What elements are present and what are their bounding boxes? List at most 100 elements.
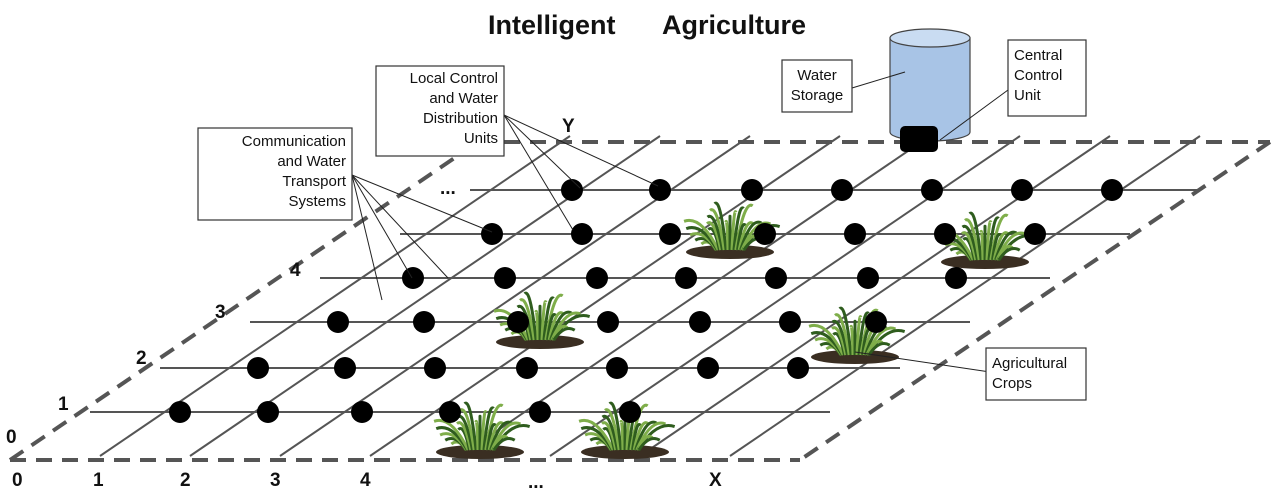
plant-leaf <box>961 224 979 261</box>
control-nodes <box>169 179 1123 423</box>
control-node-17 <box>689 311 711 333</box>
callout-lines <box>351 71 1009 373</box>
communication-line4: Systems <box>288 193 346 210</box>
central-control-line1: Central <box>1014 47 1062 64</box>
local-control-label: Local Control and Water Distribution Uni… <box>375 65 505 157</box>
water-storage-label: Water Storage <box>781 59 853 113</box>
plant-leaf <box>994 230 1018 261</box>
crops-label: Agricultural Crops <box>985 347 1087 401</box>
local-control-line4: Units <box>464 130 498 147</box>
plant-leaf <box>849 324 855 356</box>
water-storage-line2: Storage <box>791 87 844 104</box>
x-axis-ticks: 0 1 2 3 4 ... X <box>12 470 722 493</box>
plant-leaf <box>831 319 849 356</box>
plant-leaf <box>456 421 473 451</box>
control-node-25 <box>857 267 879 289</box>
plant-soil <box>581 445 669 459</box>
plant-leaf <box>992 231 1009 261</box>
plant-cluster-1 <box>578 401 676 459</box>
grid-column-line-7 <box>729 135 1201 457</box>
title-agriculture: Agriculture <box>662 10 806 40</box>
control-node-34 <box>561 179 583 201</box>
control-node-14 <box>413 311 435 333</box>
plant-leaf <box>857 311 870 356</box>
plant-leaf <box>433 418 470 451</box>
plant-leaf <box>867 342 891 356</box>
plant-leaf <box>459 408 476 451</box>
control-node-7 <box>334 357 356 379</box>
plant-leaf <box>737 221 754 251</box>
plant-leaf <box>997 247 1021 261</box>
control-node-32 <box>934 223 956 245</box>
y-tick-3: 3 <box>215 302 226 323</box>
plant-leaf <box>492 437 516 451</box>
control-node-31 <box>844 223 866 245</box>
x-tick-ellipsis: ... <box>528 472 544 493</box>
plant-cluster-0 <box>433 401 531 459</box>
plant-leaf <box>838 306 853 356</box>
x-axis-label: X <box>709 470 722 491</box>
plant-soil <box>941 255 1029 269</box>
x-tick-4: 4 <box>360 470 371 491</box>
y-tick-4: 4 <box>290 260 301 281</box>
control-node-0 <box>169 401 191 423</box>
plant-leaf <box>732 206 745 251</box>
control-node-22 <box>586 267 608 289</box>
plant-leaf <box>549 310 573 341</box>
plant-leaf <box>964 218 981 261</box>
plant-leaf <box>683 218 720 251</box>
plant-leaf <box>979 229 985 261</box>
plant-leaf <box>968 211 983 261</box>
control-node-35 <box>649 179 671 201</box>
control-node-24 <box>765 267 787 289</box>
plant-leaf <box>834 313 851 356</box>
plant-leaf <box>547 311 564 341</box>
plant-leaf <box>542 296 555 341</box>
boundary-right-edge <box>798 140 1272 462</box>
water-storage-line1: Water <box>797 67 836 84</box>
control-node-2 <box>351 401 373 423</box>
plant-leaf <box>486 423 497 451</box>
plant-soil <box>496 335 584 349</box>
plant-leaf <box>601 421 618 451</box>
crops-line2: Crops <box>992 375 1032 392</box>
communication-label: Communication and Water Transport System… <box>197 127 353 221</box>
communication-line1: Communication <box>242 133 346 150</box>
x-tick-1: 1 <box>93 470 104 491</box>
plant-leaf <box>724 219 730 251</box>
control-node-1 <box>257 401 279 423</box>
plant-leaf <box>608 401 623 451</box>
local-control-line2: and Water <box>429 90 498 107</box>
control-node-36 <box>741 179 763 201</box>
plant-leaf <box>578 418 615 451</box>
control-node-5 <box>619 401 641 423</box>
control-node-29 <box>659 223 681 245</box>
control-node-6 <box>247 357 269 379</box>
plant-leaf <box>634 420 658 451</box>
y-tick-2: 2 <box>136 348 147 369</box>
control-node-28 <box>571 223 593 245</box>
control-node-20 <box>402 267 424 289</box>
plant-leaf <box>713 201 728 251</box>
plant-leaf <box>706 221 723 251</box>
plant-leaf <box>489 420 513 451</box>
plant-leaf <box>546 313 557 341</box>
control-node-13 <box>327 311 349 333</box>
plant-leaf <box>709 208 726 251</box>
plant-leaf <box>637 437 661 451</box>
x-tick-2: 2 <box>180 470 191 491</box>
communication-line3: Transport <box>282 173 346 190</box>
plant-leaf <box>487 421 504 451</box>
y-axis-ticks: 0 1 2 3 4 ... Y <box>6 116 575 448</box>
crops-line1: Agricultural <box>992 355 1067 372</box>
plant-leaf <box>991 233 1002 261</box>
x-tick-0: 0 <box>12 470 23 491</box>
plant-soil <box>436 445 524 459</box>
y-axis-label: Y <box>562 116 575 137</box>
plant-leaf <box>987 216 1000 261</box>
control-node-16 <box>597 311 619 333</box>
plant-soil <box>811 350 899 364</box>
x-tick-3: 3 <box>270 470 281 491</box>
control-node-30 <box>754 223 776 245</box>
